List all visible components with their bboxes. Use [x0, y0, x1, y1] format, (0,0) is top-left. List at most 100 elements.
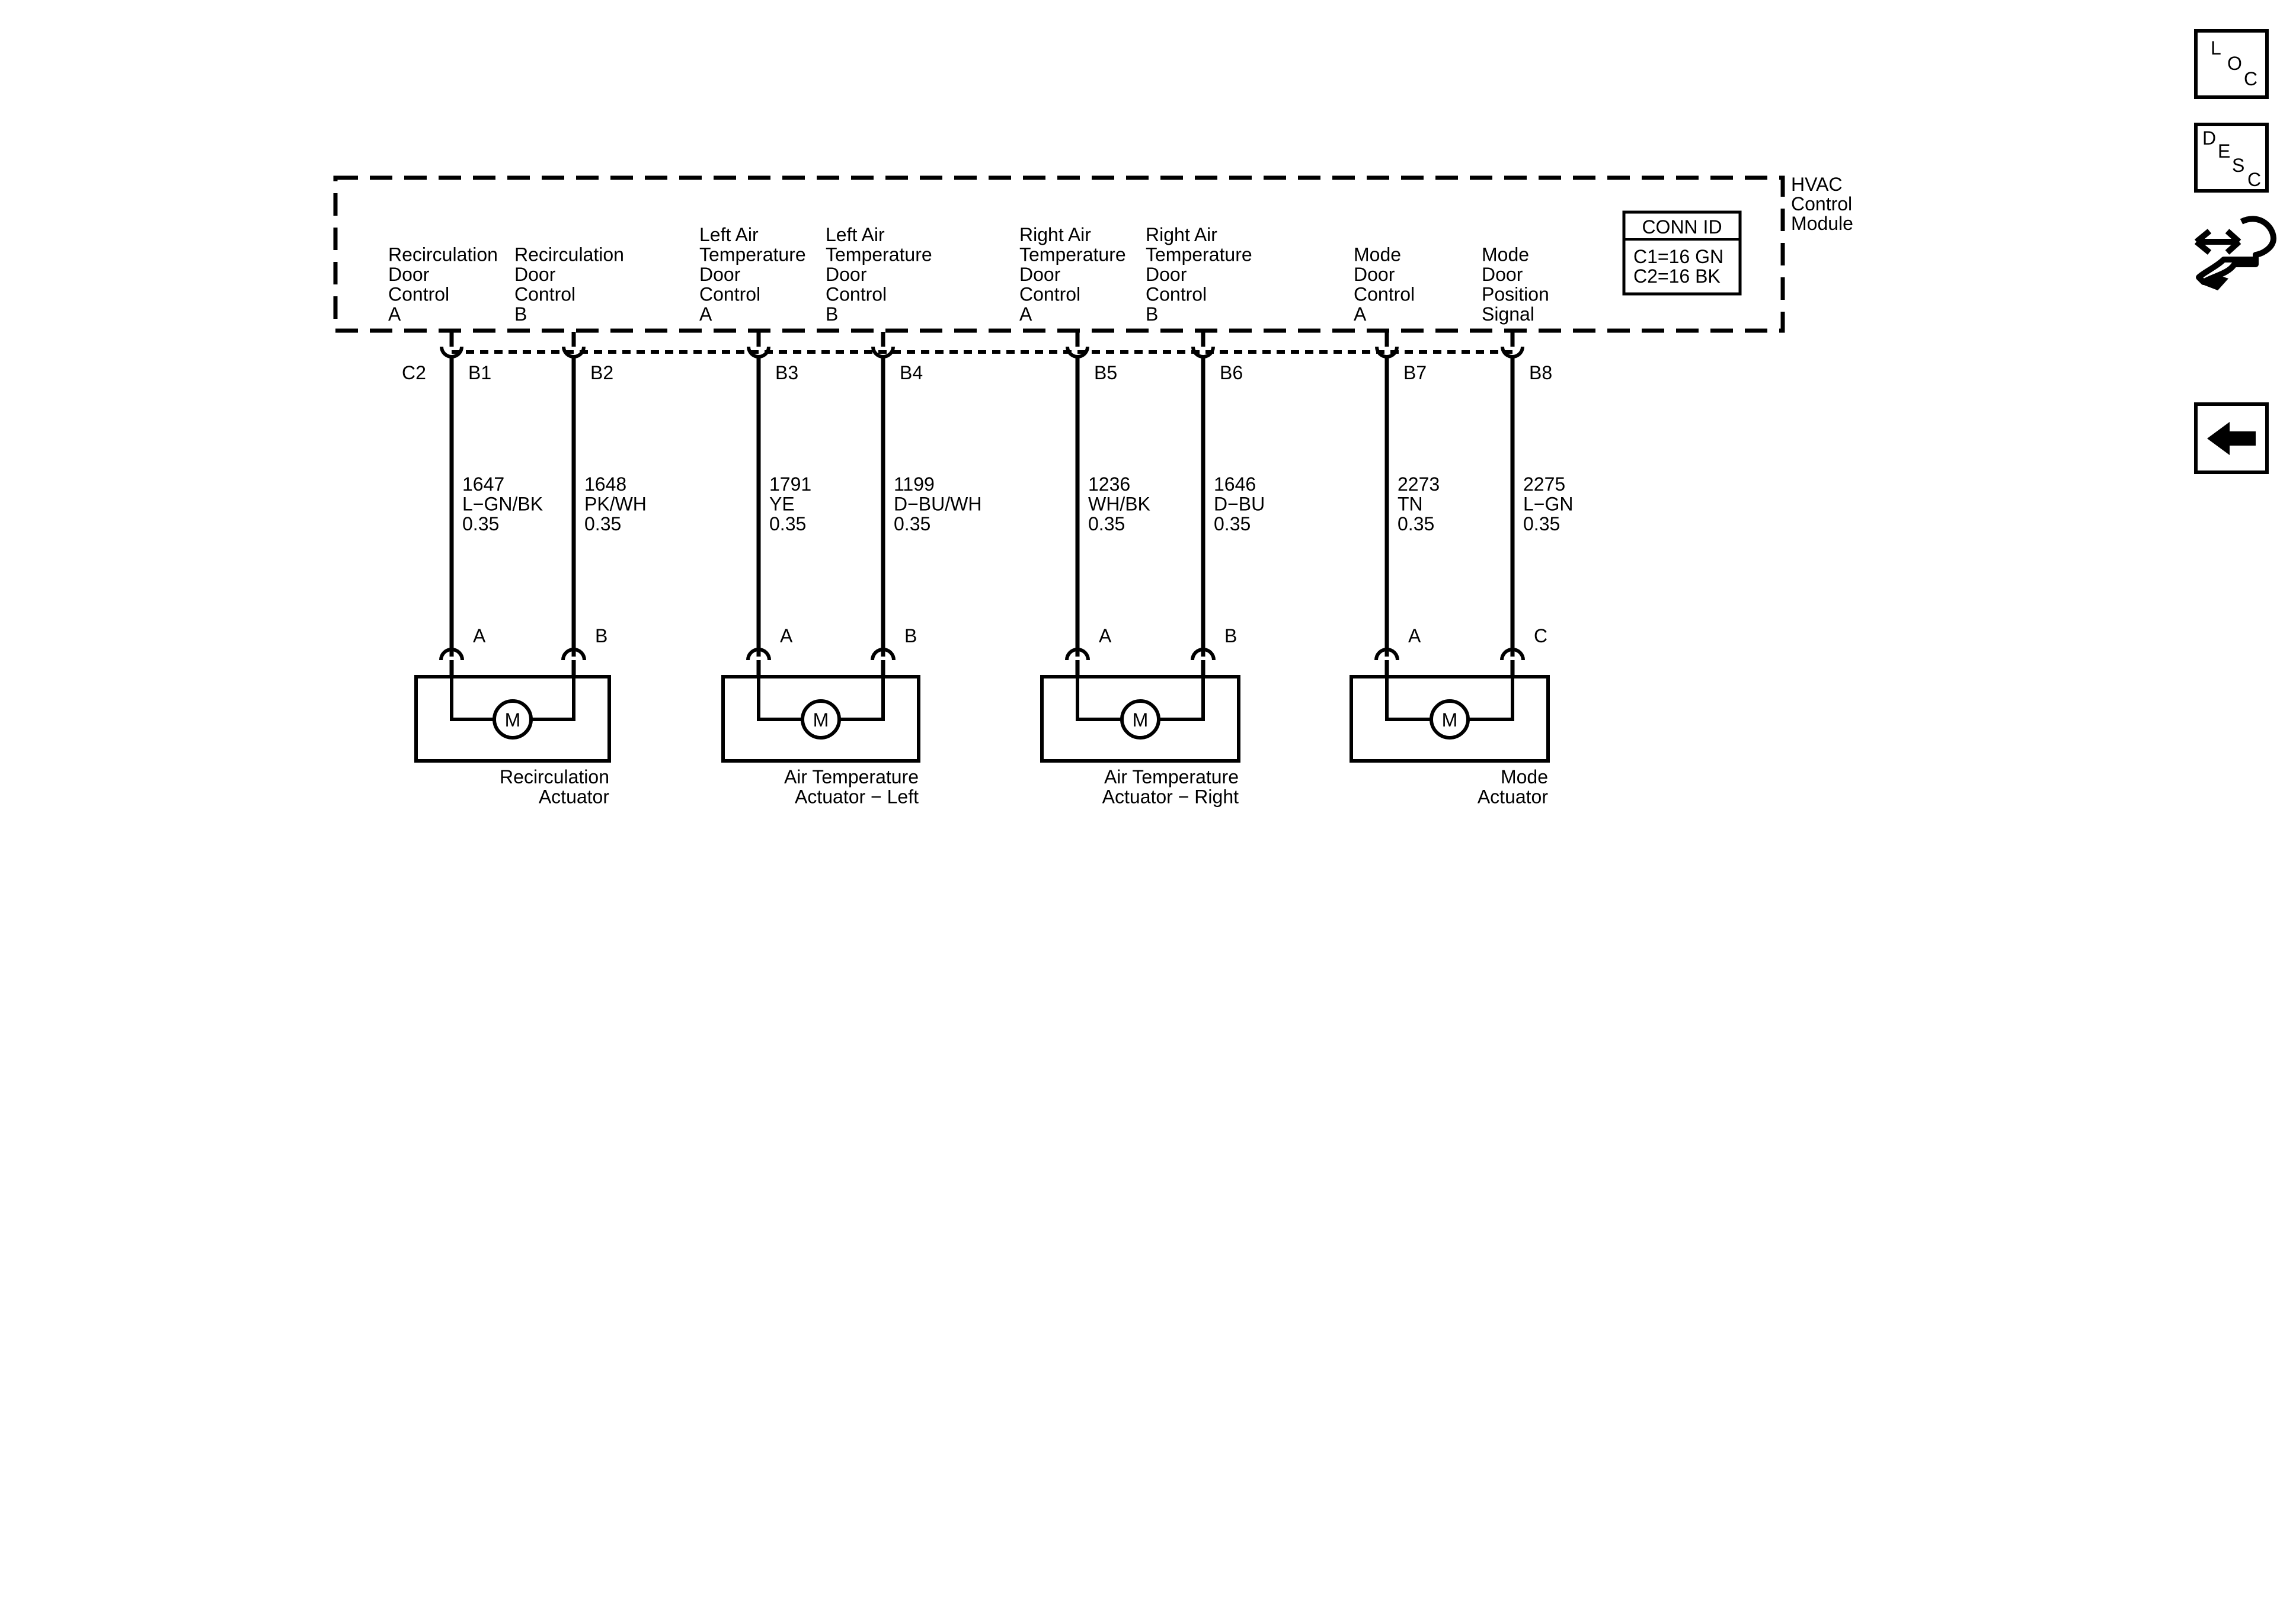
- pin-function-label-line: Door: [1482, 264, 1523, 285]
- actuator-name-line: Air Temperature: [1104, 766, 1239, 788]
- actuator-box: [414, 675, 611, 763]
- actuator-pin-terminal: [746, 648, 771, 661]
- back-arrow-button[interactable]: [2194, 402, 2269, 474]
- pin-function-label-line: Control: [699, 284, 760, 305]
- wire-gauge: 0.35: [1398, 513, 1434, 534]
- pin-function-label-line: A: [1354, 303, 1367, 325]
- motor-icon: [493, 699, 533, 740]
- nav-loc-button[interactable]: L O C: [2194, 29, 2269, 99]
- module-pin-terminal: [1191, 346, 1215, 359]
- wire-color: L−GN: [1523, 494, 1573, 515]
- actuator-box: [1040, 675, 1240, 763]
- actuator-pin-terminal: [561, 648, 586, 661]
- nav-loc-letter-2: O: [2227, 53, 2242, 74]
- motor-label: M: [1442, 709, 1458, 731]
- actuator-box: [1350, 675, 1550, 763]
- wire-color: PK/WH: [584, 494, 647, 515]
- motor-label: M: [505, 709, 521, 731]
- actuator-pin-label: B: [1224, 625, 1237, 646]
- actuator-name-line: Actuator − Left: [795, 786, 919, 808]
- pin-id-label: B2: [590, 362, 613, 383]
- pin-function-label-line: Temperature: [1019, 244, 1126, 265]
- wire-gauge: 0.35: [1214, 513, 1251, 534]
- actuator-pin-label: C: [1534, 625, 1547, 646]
- pin-function-label-line: Left Air: [826, 224, 885, 245]
- pin-function-label-line: Door: [699, 264, 741, 285]
- actuator-pin-terminal: [1065, 648, 1090, 661]
- pin-function-label-line: Signal: [1482, 303, 1534, 325]
- pin-function-label-line: Recirculation: [388, 244, 498, 265]
- actuator-pin-terminal: [1500, 648, 1525, 661]
- pin-function-label-line: Control: [514, 284, 575, 305]
- pin-function-label-line: B: [514, 303, 527, 325]
- actuator-pin-terminal: [439, 648, 464, 661]
- wire-color: TN: [1398, 494, 1423, 515]
- wire-circuit-number: 2273: [1398, 473, 1440, 495]
- module-name-line-2: Control: [1791, 193, 1852, 215]
- pin-function-label-line: B: [826, 303, 838, 325]
- actuator-pin-terminal: [1374, 648, 1399, 661]
- pin-id-label: B3: [775, 362, 798, 383]
- wire-circuit-number: 1646: [1214, 473, 1256, 495]
- pin-function-label-line: Right Air: [1019, 224, 1091, 245]
- motor-icon: [1430, 699, 1470, 740]
- nav-desc-button[interactable]: D E S C: [2194, 123, 2269, 193]
- actuator-pin-label: A: [473, 625, 486, 646]
- pin-id-label: B4: [900, 362, 923, 383]
- pin-function-label-line: A: [1019, 303, 1032, 325]
- wire-circuit-number: 1199: [894, 473, 935, 495]
- pin-function-label-line: Position: [1482, 284, 1549, 305]
- wire-color: L−GN/BK: [462, 494, 543, 515]
- pin-function-label-line: Left Air: [699, 224, 759, 245]
- wire-gauge: 0.35: [769, 513, 806, 534]
- nav-desc-letter-1: D: [2202, 127, 2216, 149]
- actuator-box: [721, 675, 920, 763]
- module-name-line-1: HVAC: [1791, 174, 1843, 195]
- pin-function-label-line: Door: [1019, 264, 1061, 285]
- wire-circuit-number: 1647: [462, 473, 504, 495]
- conn-id-title: CONN ID: [1642, 216, 1722, 238]
- pin-function-label-line: Recirculation: [514, 244, 624, 265]
- module-boundary: [333, 175, 1785, 333]
- wire-circuit-number: 1236: [1088, 473, 1130, 495]
- pin-function-label-line: A: [699, 303, 712, 325]
- pin-function-label-line: Door: [1146, 264, 1187, 285]
- connector-tool-icon[interactable]: [2194, 216, 2276, 290]
- actuator-pin-label: A: [1099, 625, 1112, 646]
- wire-gauge: 0.35: [462, 513, 499, 534]
- conn-id-c2: C2=16 BK: [1633, 265, 1721, 287]
- actuator-pin-label: B: [904, 625, 917, 646]
- pin-function-label-line: B: [1146, 303, 1158, 325]
- nav-loc-letter-3: C: [2244, 68, 2257, 89]
- wire-gauge: 0.35: [1523, 513, 1560, 534]
- nav-desc-letter-4: C: [2247, 169, 2261, 190]
- pin-function-label-line: Control: [388, 284, 449, 305]
- actuator-pin-label: B: [595, 625, 607, 646]
- pin-id-label: B1: [468, 362, 491, 383]
- pin-id-label: B7: [1403, 362, 1427, 383]
- pin-function-label-line: Door: [388, 264, 430, 285]
- pin-function-label-line: Mode: [1354, 244, 1401, 265]
